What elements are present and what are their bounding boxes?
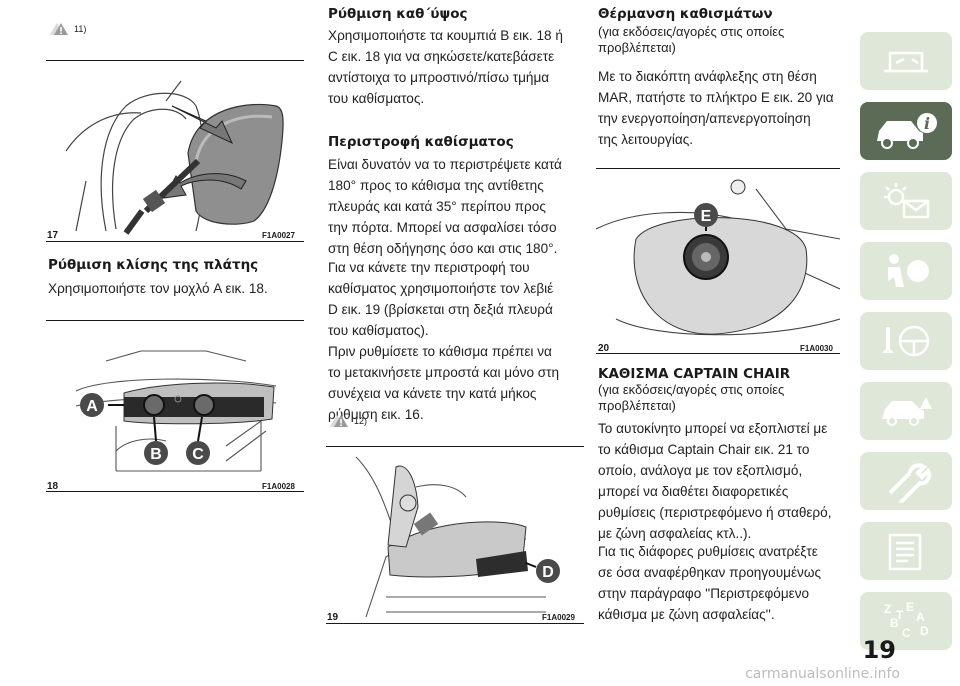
seat-rotation-lever-illustration: D <box>355 456 560 618</box>
figure-19-code: F1A0029 <box>542 613 575 622</box>
warning-number: 11) <box>74 24 87 34</box>
tab-maintenance[interactable] <box>860 452 952 510</box>
callout-d-marker <box>536 559 560 583</box>
figure-18: A B C <box>46 320 304 492</box>
tab-car-info[interactable]: i <box>860 102 952 160</box>
callout-b-label: B <box>150 446 162 463</box>
car-breakdown-icon <box>882 397 932 426</box>
tab-warning-lights[interactable] <box>860 172 952 230</box>
page-number: 19 <box>862 636 896 664</box>
figure-17-code: F1A0027 <box>262 231 295 240</box>
figure-20-number: 20 <box>598 343 610 354</box>
seat-backrest-illustration <box>65 80 284 235</box>
heading-height-adjustment: Ρύθμιση καθ΄ύψος <box>328 6 468 22</box>
svg-text:Z: Z <box>884 602 891 616</box>
watermark-bar <box>0 664 960 686</box>
text-backrest: Χρησιμοποιήστε τον μοχλό A εικ. 18. <box>48 281 268 296</box>
warning-triangle-icon <box>330 415 348 427</box>
steering-wheel-icon <box>882 325 930 357</box>
dashboard-icon <box>884 51 928 73</box>
heated-seat-button-illustration: E <box>596 179 840 336</box>
car-info-icon: i <box>877 113 937 149</box>
svg-text:i: i <box>924 114 930 133</box>
figure-20: E <box>596 168 840 354</box>
callout-e-marker <box>694 203 718 227</box>
figure-20-code: F1A0030 <box>800 344 833 353</box>
svg-text:A: A <box>916 610 925 624</box>
tab-steering[interactable] <box>860 312 952 370</box>
callout-c-marker <box>186 441 210 465</box>
tab-dashboard[interactable] <box>860 32 952 90</box>
figure-17-number: 17 <box>47 230 59 241</box>
watermark-text: carmanualsonline.info <box>745 666 900 682</box>
seat-adjustment-controls-illustration: A B C <box>75 350 277 472</box>
heading-backrest-recline: Ρύθμιση κλίσης της πλάτης <box>48 257 259 273</box>
figure-17 <box>46 60 304 242</box>
callout-e-label: E <box>701 208 712 225</box>
heading-captain-chair: ΚΑΘΙΣΜΑ CAPTAIN CHAIR <box>598 366 791 382</box>
callout-d-label: D <box>542 564 554 581</box>
heading-seat-heating: Θέρμανση καθισμάτων <box>598 6 773 22</box>
warning-note-12: 12) <box>328 414 367 428</box>
svg-text:B: B <box>890 616 899 630</box>
warning-triangle-icon <box>50 23 68 35</box>
svg-text:E: E <box>906 600 914 614</box>
svg-text:T: T <box>896 608 904 622</box>
figure-19: D <box>326 446 584 624</box>
callout-a-marker <box>80 393 104 417</box>
callout-c-label: C <box>192 446 204 463</box>
figure-18-number: 18 <box>47 481 59 492</box>
svg-text:C: C <box>902 626 911 640</box>
svg-text:D: D <box>920 624 929 638</box>
technical-data-icon <box>888 533 922 571</box>
callout-b-marker <box>144 441 168 465</box>
heading-seat-rotation: Περιστροφή καθίσματος <box>328 134 514 150</box>
figure-19-number: 19 <box>327 612 339 623</box>
warning-number: 12) <box>354 416 368 426</box>
tab-airbag[interactable] <box>860 242 952 300</box>
warning-lights-icon <box>884 183 930 219</box>
callout-a-label: A <box>86 398 98 415</box>
tab-car-breakdown[interactable] <box>860 382 952 440</box>
tab-technical-data[interactable] <box>860 522 952 580</box>
figure-18-code: F1A0028 <box>262 482 295 491</box>
warning-note-11: 11) <box>48 22 86 36</box>
airbag-icon <box>888 254 929 287</box>
wrench-icon <box>888 463 932 503</box>
